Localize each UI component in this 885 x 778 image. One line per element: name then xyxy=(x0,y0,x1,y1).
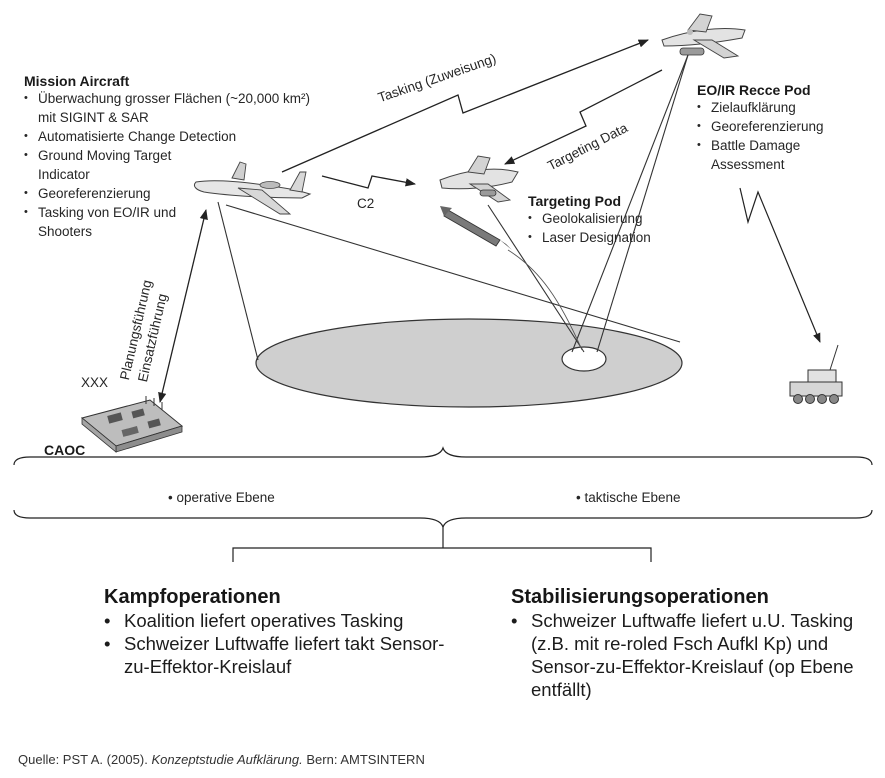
caoc-label: CAOC xyxy=(44,442,86,458)
xxx-label: XXX xyxy=(81,375,109,390)
stab-list: Schweizer Luftwaffe liefert u.U. Tasking… xyxy=(511,609,861,701)
list-item: Georeferenzierung xyxy=(697,117,882,136)
level-brace-lower xyxy=(13,509,873,529)
caoc-board-icon xyxy=(80,396,184,453)
list-item: Überwachung grosser Flächen (~20,000 km²… xyxy=(24,89,314,127)
weapon-trajectory xyxy=(507,249,583,351)
source-title: Konzeptstudie Aufklärung. xyxy=(151,752,303,767)
ground-vehicle-icon xyxy=(789,344,843,404)
recce-pod-title: EO/IR Recce Pod xyxy=(697,82,811,98)
guided-bomb-icon xyxy=(440,206,512,250)
targeting-pod-title: Targeting Pod xyxy=(528,193,622,209)
recce-jet-icon xyxy=(661,13,746,59)
list-item: Schweizer Luftwaffe liefert u.U. Tasking… xyxy=(511,609,861,701)
operative-level-label: • operative Ebene xyxy=(168,490,275,505)
targeting-data-link xyxy=(504,69,663,165)
list-item: Battle Damage Assessment xyxy=(697,136,836,174)
list-item: Schweizer Luftwaffe liefert takt Sensor-… xyxy=(104,632,454,678)
list-item: Ground Moving Target Indicator xyxy=(24,146,208,184)
targeting-pod-block: Targeting Pod Geolokalisierung Laser Des… xyxy=(528,193,708,247)
recce-coverage-line-a xyxy=(571,54,689,353)
surveillance-area-ellipse xyxy=(255,318,683,408)
targeting-jet-icon xyxy=(439,155,519,203)
laser-line xyxy=(487,204,585,353)
list-item: Georeferenzierung xyxy=(24,184,314,203)
c2-label: C2 xyxy=(357,196,375,211)
kampf-block: Kampfoperationen Koalition liefert opera… xyxy=(104,586,464,678)
level-brace-upper xyxy=(13,446,873,466)
targeting-pod-list: Geolokalisierung Laser Designation xyxy=(528,209,708,247)
mission-aircraft-block: Mission Aircraft Überwachung grosser Flä… xyxy=(24,73,314,241)
recce-pod-block: EO/IR Recce Pod Zielaufklärung Georefere… xyxy=(697,82,882,174)
stab-block: Stabilisierungsoperationen Schweizer Luf… xyxy=(511,586,861,701)
source-citation: Quelle: PST A. (2005). Konzeptstudie Auf… xyxy=(18,752,425,767)
list-item: Geolokalisierung xyxy=(528,209,708,228)
recce-coverage-line-b xyxy=(596,54,689,353)
recce-callout xyxy=(739,187,821,343)
recce-pod-list: Zielaufklärung Georeferenzierung Battle … xyxy=(697,98,882,174)
list-item: Tasking von EO/IR und Shooters xyxy=(24,203,208,241)
list-item: Automatisierte Change Detection xyxy=(24,127,314,146)
mission-aircraft-list: Überwachung grosser Flächen (~20,000 km²… xyxy=(24,89,314,241)
source-prefix: Quelle: PST A. (2005). xyxy=(18,752,152,767)
kampf-list: Koalition liefert operatives Tasking Sch… xyxy=(104,609,464,678)
operations-bracket xyxy=(232,527,652,562)
stab-title: Stabilisierungsoperationen xyxy=(511,586,769,608)
target-spot-ellipse xyxy=(561,346,607,372)
c2-link xyxy=(321,175,417,189)
source-suffix: Bern: AMTSINTERN xyxy=(302,752,425,767)
list-item: Koalition liefert operatives Tasking xyxy=(104,609,414,632)
tasking-link xyxy=(281,39,649,173)
tactical-level-label: • taktische Ebene xyxy=(576,490,681,505)
list-item: Zielaufklärung xyxy=(697,98,882,117)
caoc-link xyxy=(158,208,208,404)
mission-aircraft-title: Mission Aircraft xyxy=(24,73,130,89)
kampf-title: Kampfoperationen xyxy=(104,586,281,608)
coverage-line-right xyxy=(225,204,681,343)
list-item: Laser Designation xyxy=(528,228,708,247)
coverage-line-left xyxy=(217,201,259,361)
